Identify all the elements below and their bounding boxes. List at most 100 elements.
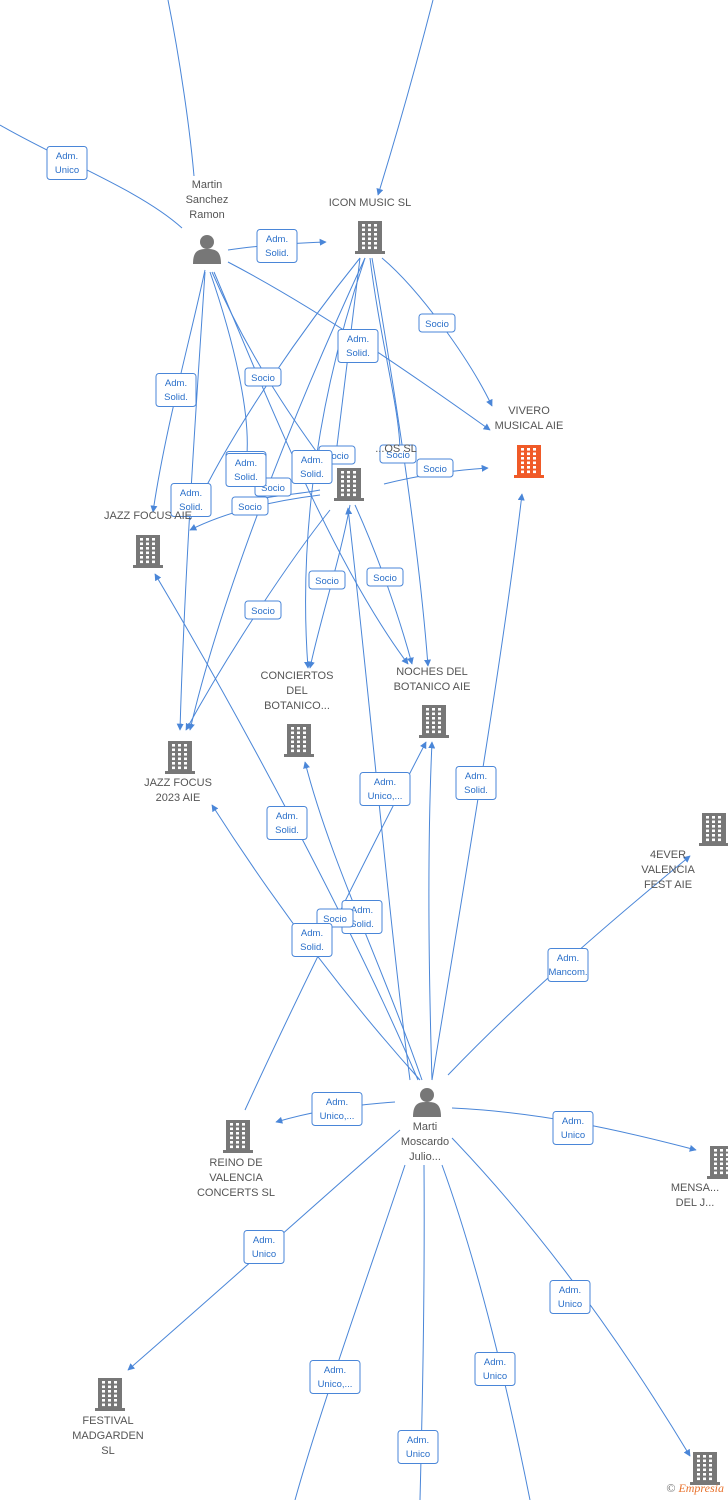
edge-label-box[interactable] <box>547 948 589 982</box>
edge-label[interactable]: Adm.Solid. <box>266 806 308 840</box>
edge-label-box[interactable] <box>316 908 354 928</box>
edge-label-text: Socio <box>315 576 339 587</box>
edge-label-box[interactable] <box>311 1092 363 1126</box>
edge-label[interactable]: Adm.Solid. <box>291 450 333 484</box>
edge-label-box[interactable] <box>155 373 197 407</box>
building-window <box>527 466 530 469</box>
edge-label[interactable]: Socio <box>366 567 404 587</box>
edge-label-box[interactable] <box>309 1360 361 1394</box>
edge-label-box[interactable] <box>256 229 298 263</box>
edge-label-box[interactable] <box>379 444 417 464</box>
edge-label[interactable]: Adm.Solid. <box>170 483 212 517</box>
edge-label[interactable]: Socio <box>418 313 456 333</box>
edge-label-box[interactable] <box>243 1230 285 1264</box>
edge-label[interactable]: Adm.Solid. <box>337 329 379 363</box>
building-window <box>172 762 175 765</box>
person-icon <box>193 235 221 264</box>
edge-label-box[interactable] <box>552 1111 594 1145</box>
edge-label[interactable]: Adm.Mancom. <box>547 948 589 982</box>
edge-label-box[interactable] <box>474 1352 516 1386</box>
edge-label-text: Solid. <box>350 919 374 930</box>
edge-label[interactable]: Adm.Unico <box>549 1280 591 1314</box>
edge-label[interactable]: Adm.Unico <box>397 1430 439 1464</box>
edge-label[interactable]: Socio <box>308 570 346 590</box>
edge-label-box[interactable] <box>291 450 333 484</box>
edge-label[interactable]: Adm.Unico <box>46 146 88 180</box>
building-window <box>726 1171 728 1175</box>
edge-label-box[interactable] <box>308 570 346 590</box>
building-window <box>297 736 300 739</box>
edge-label-box[interactable] <box>244 600 282 620</box>
edge-label-box[interactable] <box>46 146 88 180</box>
company-node-conciertos[interactable]: CONCIERTOSDELBOTANICO... <box>261 670 334 757</box>
company-node-icon[interactable]: ICON MUSIC SL <box>329 197 412 254</box>
company-node-jazzfocus[interactable]: JAZZ FOCUS AIE <box>104 510 192 568</box>
edge-line <box>441 1164 531 1500</box>
building-icon <box>165 741 195 774</box>
edge-label-box[interactable] <box>225 453 267 487</box>
edge-label[interactable]: Adm.Unico <box>474 1352 516 1386</box>
edge-label-box[interactable] <box>337 329 379 363</box>
edge-label[interactable]: Adm.Unico,... <box>359 772 411 806</box>
building-window <box>146 556 149 559</box>
building-window <box>374 237 377 241</box>
edge-label[interactable]: Adm.Solid. <box>291 923 333 957</box>
edge-line <box>369 257 401 453</box>
edge-label[interactable]: Socio <box>379 444 417 464</box>
edge-label-box[interactable] <box>291 923 333 957</box>
person-node-marti[interactable]: MartiMoscardoJulio... <box>401 1088 449 1163</box>
edge-label-box[interactable] <box>244 367 282 387</box>
edge-label-box[interactable] <box>366 567 404 587</box>
building-window <box>303 736 306 739</box>
edge-label-text: Adm. <box>165 378 187 389</box>
edge-label-box[interactable] <box>170 483 212 517</box>
edge-label[interactable]: Adm.Unico <box>243 1230 285 1264</box>
edge-label-box[interactable] <box>418 313 456 333</box>
building-window <box>374 228 377 232</box>
edge-label-box[interactable] <box>549 1280 591 1314</box>
edge-label[interactable]: Adm.Solid. <box>155 373 197 407</box>
building-window <box>374 224 377 227</box>
edge-label[interactable]: Adm.Solid. <box>225 453 267 487</box>
edge-label[interactable]: Adm.Solid. <box>455 766 497 800</box>
edge-label-box[interactable] <box>359 772 411 806</box>
edge-label[interactable]: Socio <box>416 458 454 478</box>
edge-label-box[interactable] <box>231 496 269 516</box>
edge-label[interactable]: Socio <box>316 908 354 928</box>
building-window <box>291 727 294 730</box>
edge-label[interactable]: Adm.Unico,... <box>309 1360 361 1394</box>
building-icon <box>284 724 314 757</box>
building-window <box>297 731 300 735</box>
edge-label-text: Socio <box>423 464 447 475</box>
building-icon <box>707 1146 728 1179</box>
edge-label-text: Unico,... <box>320 1111 355 1122</box>
edge-label-box[interactable] <box>416 458 454 478</box>
building-window <box>521 461 524 465</box>
edge-label-box[interactable] <box>266 806 308 840</box>
building-window <box>706 820 709 824</box>
edge-label-text: Solid. <box>179 502 203 513</box>
edge-label[interactable]: Adm.Unico <box>552 1111 594 1145</box>
building-window <box>703 1473 706 1476</box>
company-node-mensa[interactable]: MENSA...DEL J... <box>671 1146 728 1209</box>
building-window <box>714 1171 717 1175</box>
edge-label[interactable]: Adm.Unico,... <box>311 1092 363 1126</box>
edge-label[interactable]: Socio <box>244 600 282 620</box>
node-label: Sanchez <box>186 194 229 206</box>
edge-label[interactable]: Socio <box>231 496 269 516</box>
edge-label[interactable]: Adm.Solid. <box>256 229 298 263</box>
edge-line <box>431 493 525 1081</box>
company-node-bottomright[interactable] <box>690 1452 720 1485</box>
company-node-mid[interactable]: ...OS SL <box>334 443 417 501</box>
edge-label-box[interactable] <box>397 1430 439 1464</box>
building-window <box>178 762 181 765</box>
edge-label[interactable]: Socio <box>244 367 282 387</box>
edge-label-box[interactable] <box>455 766 497 800</box>
